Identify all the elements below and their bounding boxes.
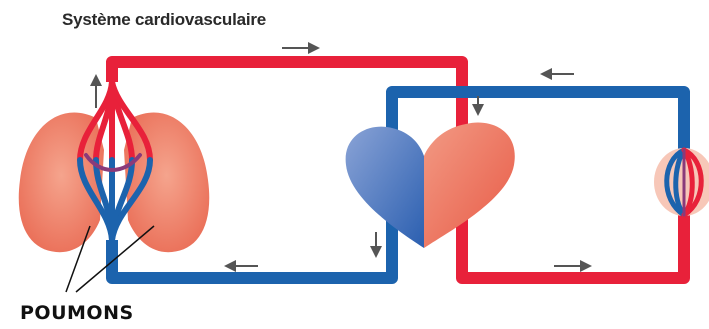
heart-left-side <box>424 123 515 248</box>
heart-icon <box>346 123 515 248</box>
diagram-title: Système cardiovasculaire <box>62 10 266 30</box>
body-capillaries <box>654 148 709 216</box>
heart-right-side <box>346 127 424 248</box>
right-lung <box>124 113 209 253</box>
left-lung <box>19 113 104 253</box>
aorta <box>462 190 684 278</box>
lungs-caption: POUMONS <box>20 302 134 324</box>
